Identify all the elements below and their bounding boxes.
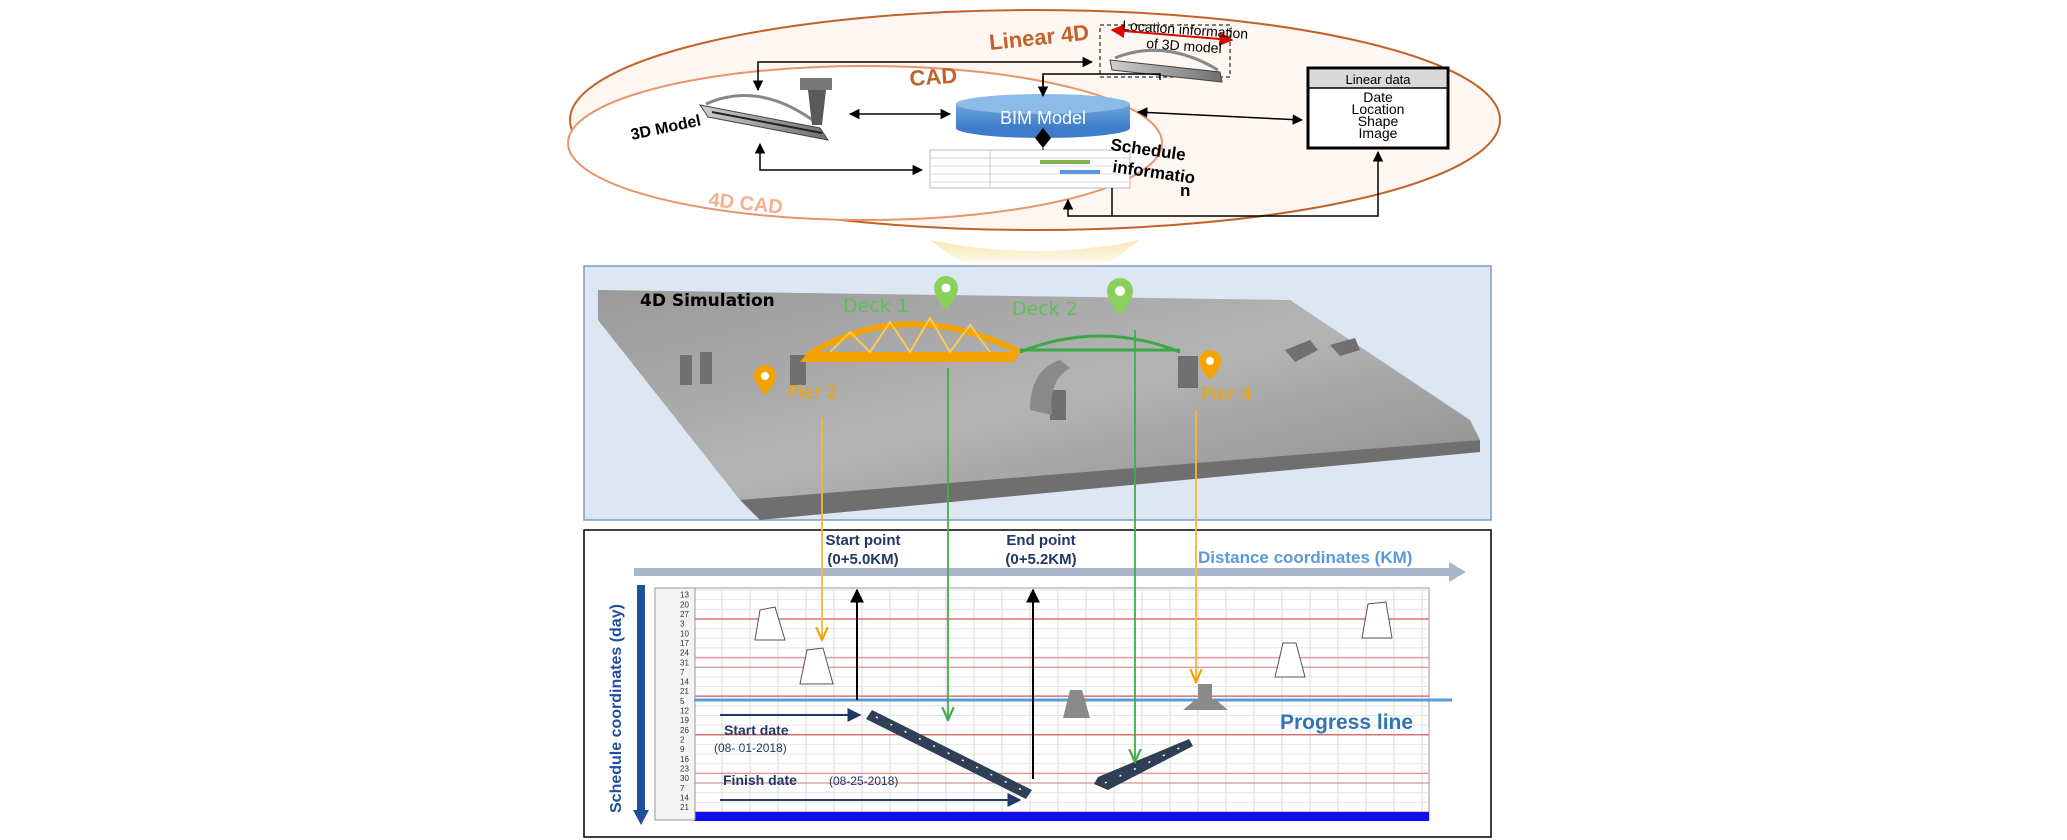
linear-4d-cad-label: CAD <box>909 63 958 91</box>
start-date-label: Start date <box>724 722 789 738</box>
location-info-line2: of 3D model <box>1146 35 1222 56</box>
linear-data-item-shape: Shape <box>1358 113 1399 129</box>
day-tick-label: 16 <box>680 755 689 764</box>
deck2-bar <box>1094 739 1193 790</box>
end-point-label: End point <box>1006 532 1075 549</box>
pin-pier4-icon <box>1199 350 1221 380</box>
start-point-label: Start point <box>826 532 901 549</box>
start-point-value: (0+5.0KM) <box>827 551 898 568</box>
schedule-axis <box>633 585 649 825</box>
day-tick-label: 19 <box>680 716 689 725</box>
simulation-title: 4D Simulation <box>640 291 775 311</box>
distance-axis <box>634 562 1466 582</box>
end-point-value: (0+5.2KM) <box>1005 551 1076 568</box>
day-tick-label: 23 <box>680 764 689 773</box>
deck1-label: Deck 1 <box>843 295 909 317</box>
bim-model-label: BIM Model <box>1000 108 1086 128</box>
day-tick-label: 24 <box>680 649 689 658</box>
day-tick-label: 20 <box>680 600 689 609</box>
linear-data-item-image: Image <box>1359 125 1398 141</box>
pier-glyphs <box>754 601 1393 718</box>
finish-date-value: (08-25-2018) <box>829 774 898 788</box>
finish-date-label: Finish date <box>723 772 797 788</box>
4d-simulation-panel: 4D Simulation Deck 1 Deck 2 Pier 2 Pier … <box>583 265 1492 521</box>
start-date-value: (08- 01-2018) <box>714 741 787 755</box>
deck1-bar <box>866 710 1032 799</box>
day-tick-label: 21 <box>680 803 689 812</box>
day-tick-label: 9 <box>680 745 685 754</box>
linear-data-item-location: Location <box>1352 101 1405 117</box>
day-tick-label: 30 <box>680 774 689 783</box>
distance-axis-label: Distance coordinates (KM) <box>1198 548 1412 567</box>
diamond-connector <box>1035 128 1051 148</box>
linear-data-box <box>1306 66 1450 150</box>
pier-models <box>680 338 1360 420</box>
pier2-label: Pier 2 <box>787 382 838 403</box>
schedule-axis-label: Schedule coordinates (day) <box>608 604 625 813</box>
bim-model-node <box>956 94 1130 138</box>
schedule-thumbnail <box>929 149 1131 189</box>
bottom-blue-band <box>694 812 1429 821</box>
day-tick-label: 14 <box>680 793 689 802</box>
day-tick-label: 12 <box>680 707 689 716</box>
linear-data-item-date: Date <box>1363 89 1393 105</box>
linear-schedule-chart: 1320273101724317142151219262916233071421… <box>583 529 1492 838</box>
day-tick-label: 13 <box>680 591 689 600</box>
pin-pier2-icon <box>754 365 776 395</box>
day-tick-label: 31 <box>680 658 689 667</box>
pin-deck2-icon <box>1107 278 1133 315</box>
concept-connectors <box>752 56 1384 217</box>
linear-data-title: Linear data <box>1345 72 1411 87</box>
grid-area <box>693 587 1430 821</box>
3d-model-graphic <box>698 78 832 141</box>
schedule-info-line3: n <box>1180 181 1190 200</box>
day-tick-label: 21 <box>680 687 689 696</box>
day-label-column <box>654 587 696 821</box>
concept-diagram: Linear 4D CAD 4D CAD 3D Model BIM Model <box>567 9 1501 270</box>
pin-deck1-icon <box>934 276 958 310</box>
deck1-model <box>800 316 1022 362</box>
day-tick-label: 5 <box>680 697 685 706</box>
day-tick-label: 10 <box>680 629 689 638</box>
day-tick-label: 27 <box>680 610 689 619</box>
deck2-model <box>1019 334 1181 354</box>
day-tick-label: 17 <box>680 639 689 648</box>
progress-line-label: Progress line <box>1280 711 1413 734</box>
deck2-label: Deck 2 <box>1012 298 1078 320</box>
day-tick-label: 7 <box>680 668 685 677</box>
day-tick-label: 26 <box>680 726 689 735</box>
glow-highlight <box>930 240 1140 270</box>
day-tick-label: 14 <box>680 678 689 687</box>
day-tick-label: 3 <box>680 620 685 629</box>
day-tick-label: 2 <box>680 736 685 745</box>
pier4-label: Pier 4 <box>1201 384 1252 405</box>
4d-cad-ellipse <box>567 65 1163 221</box>
location-info-graphic <box>1099 24 1234 83</box>
projection-arrows <box>822 330 1196 762</box>
day-tick-label: 7 <box>680 784 685 793</box>
